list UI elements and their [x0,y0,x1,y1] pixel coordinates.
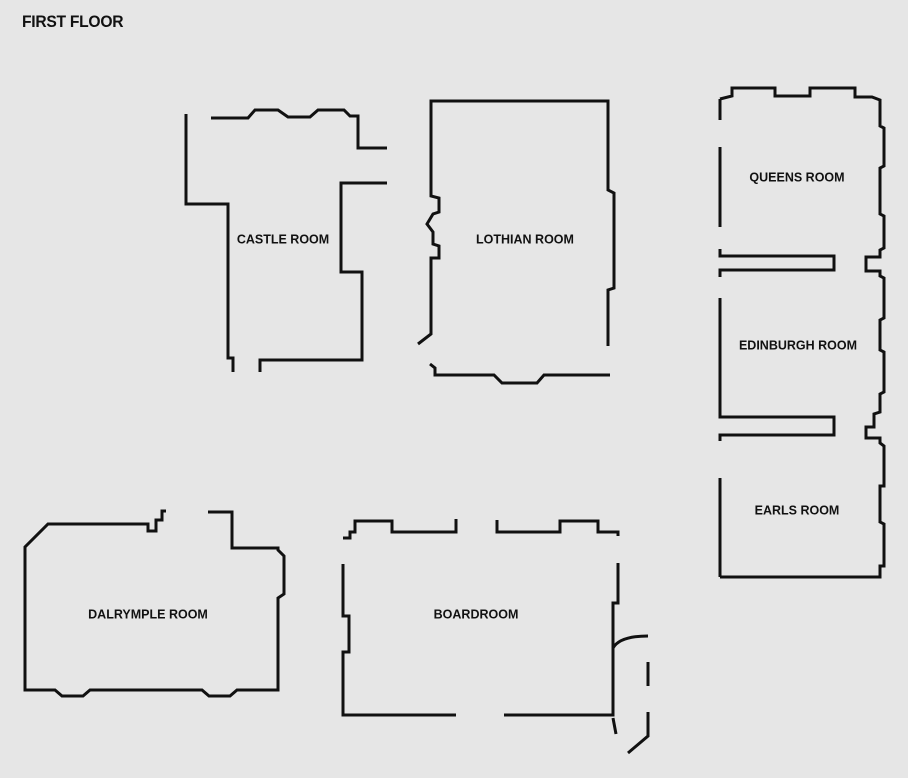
east-wing-wall [718,249,836,277]
lothian-room-wall [417,99,616,346]
boardroom-wall [341,564,456,717]
east-wing: QUEENS ROOM EDINBURGH ROOM EARLS ROOM [718,86,886,579]
boardroom-label: BOARDROOM [434,607,519,621]
boardroom-wall [611,717,618,735]
dalrymple-room[interactable]: DALRYMPLE ROOM [23,509,286,698]
boardroom-wall [627,712,650,755]
queens-room-label: QUEENS ROOM [749,170,844,184]
east-wing-wall [718,298,836,441]
lothian-room[interactable]: LOTHIAN ROOM [417,99,616,385]
castle-room-wall [211,108,387,150]
floor-title: FIRST FLOOR [22,12,124,31]
boardroom-wall [504,563,620,717]
dalrymple-room-label: DALRYMPLE ROOM [88,607,208,621]
boardroom-door-arc [611,634,649,649]
boardroom[interactable]: BOARDROOM [341,519,650,755]
castle-room-wall [184,114,235,372]
boardroom-wall [343,519,458,540]
castle-room[interactable]: CASTLE ROOM [184,108,387,372]
castle-room-wall [258,181,387,372]
earls-room-label: EARLS ROOM [755,503,840,517]
lothian-room-wall [429,362,610,385]
edinburgh-room-label: EDINBURGH ROOM [739,338,857,352]
boardroom-wall [495,519,620,536]
dalrymple-room-wall [23,509,286,698]
lothian-room-label: LOTHIAN ROOM [476,232,574,246]
east-wing-wall [719,86,886,579]
castle-room-label: CASTLE ROOM [237,232,329,246]
